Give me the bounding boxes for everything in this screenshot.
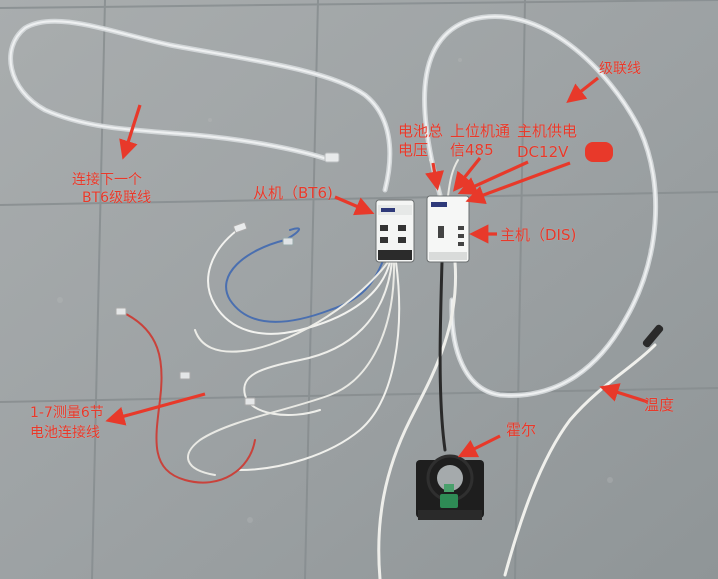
label-upper-comm-line2: 信485 (450, 141, 494, 159)
white-wires (207, 227, 391, 335)
label-main-power-line1: 主机供电 (517, 122, 578, 140)
power-connector-cover (585, 142, 613, 162)
blue-cable (225, 227, 386, 323)
label-battery-voltage-line2: 电压 (398, 141, 429, 159)
hall-sensor (416, 454, 484, 520)
label-master-dis: 主机（DIS) (500, 226, 577, 244)
label-main-power-line2: DC12V (517, 143, 569, 161)
label-hall: 霍尔 (506, 421, 537, 439)
label-next-bt6-line1: 连接下一个 (72, 172, 142, 188)
cables (8, 14, 659, 579)
temperature-probe (642, 324, 664, 348)
slave-bt6-module (375, 199, 415, 263)
connectors (115, 221, 664, 406)
label-cell-cable-line2: 电池连接线 (30, 425, 100, 441)
label-battery-voltage-line1: 电池总 (398, 122, 444, 140)
rj-connector (324, 152, 340, 163)
label-slave-bt6: 从机（BT6) (253, 184, 333, 202)
label-next-bt6-line2: BT6级联线 (82, 190, 152, 206)
hall-cable (438, 260, 447, 452)
label-upper-comm-line1: 上位机通 (450, 122, 511, 140)
master-dis-module (426, 195, 470, 263)
annotation-arrows (105, 76, 649, 458)
label-cell-cable-line1: 1-7测量6节 (30, 405, 104, 421)
temperature-wire (503, 343, 657, 577)
label-temperature: 温度 (644, 396, 675, 414)
label-cascade-line: 级联线 (599, 61, 641, 77)
red-wire (121, 311, 256, 484)
